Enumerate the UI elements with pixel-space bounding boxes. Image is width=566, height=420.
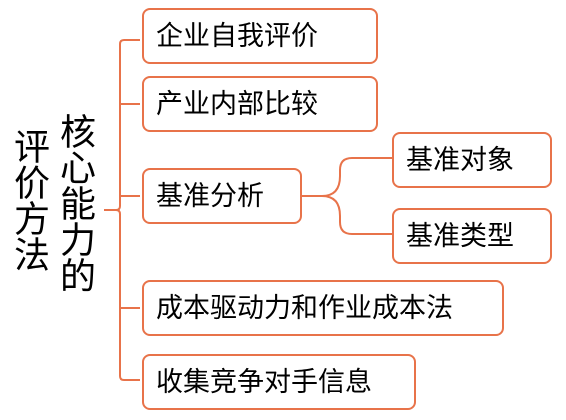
sub-branch-benchmark-type: 基准类型: [392, 208, 552, 264]
main-bracket: [104, 39, 140, 381]
branch-label: 收集竞争对手信息: [156, 366, 372, 398]
branch-cost-driver: 成本驱动力和作业成本法: [142, 280, 504, 336]
root-title-line2: 评价方法: [8, 128, 49, 272]
sub-branch-label: 基准对象: [406, 144, 514, 176]
sub-branch-benchmark-object: 基准对象: [392, 132, 552, 188]
branch-competitor-info: 收集竞争对手信息: [142, 354, 416, 410]
branch-label: 企业自我评价: [156, 20, 318, 52]
branch-self-evaluation: 企业自我评价: [142, 8, 378, 64]
branch-label: 基准分析: [156, 180, 264, 212]
branch-label: 产业内部比较: [156, 88, 318, 120]
branch-industry-comparison: 产业内部比较: [142, 76, 378, 132]
root-title-line1: 核心能力的: [54, 113, 95, 293]
sub-branch-label: 基准类型: [406, 220, 514, 252]
branch-benchmark-analysis: 基准分析: [142, 168, 302, 224]
sub-bracket: [302, 157, 392, 235]
branch-label: 成本驱动力和作业成本法: [156, 292, 453, 324]
